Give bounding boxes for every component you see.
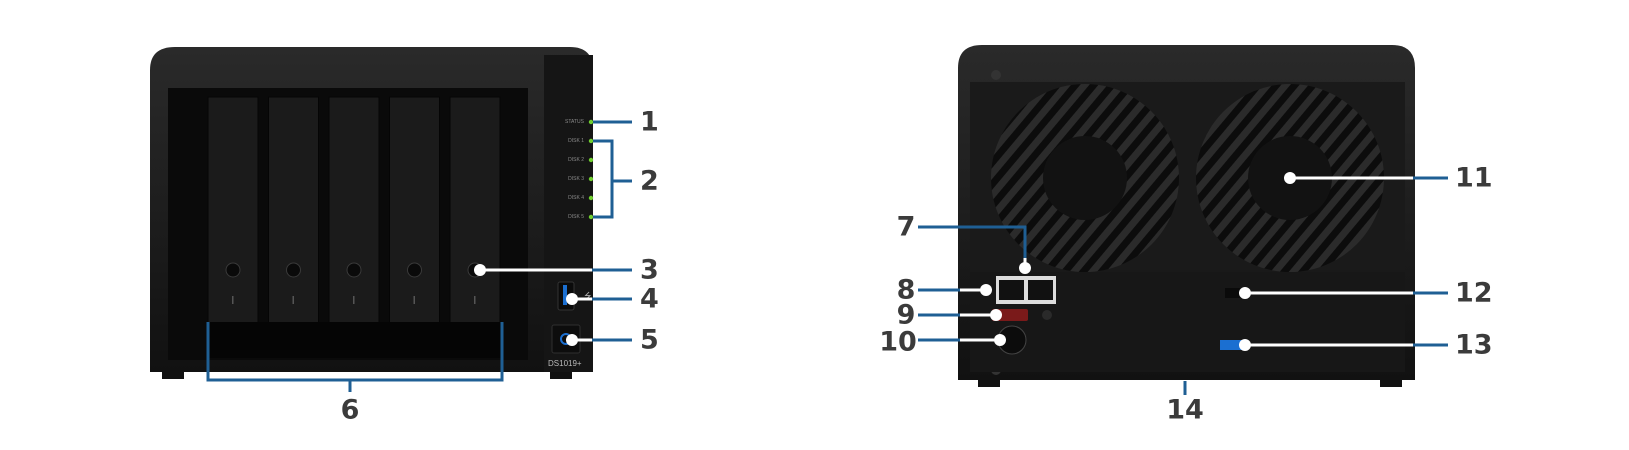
- led-indicator: [588, 195, 594, 201]
- drive-tray: [328, 96, 380, 326]
- front-view: STATUS DISK 1 DISK 2 DISK 3 DISK 4 DISK 5 ⭍ D…: [150, 47, 594, 379]
- usb-port-rear-top: [1225, 288, 1245, 298]
- callout-2: 2: [640, 166, 659, 197]
- callout-11: 11: [1455, 163, 1493, 194]
- callout-9: 9: [897, 300, 916, 331]
- tray-lock-icon: [286, 262, 301, 278]
- callout-5: 5: [640, 325, 659, 356]
- led-label: DISK 1: [568, 138, 584, 144]
- drive-tray: [207, 96, 259, 326]
- callout-7: 7: [897, 212, 916, 243]
- led-label: DISK 4: [568, 195, 584, 201]
- usb-blue-tab: [563, 285, 567, 305]
- led-indicator: [588, 138, 594, 144]
- drive-tray: [268, 96, 319, 326]
- callout-10: 10: [879, 327, 917, 358]
- foot: [162, 370, 184, 379]
- tray-indicator: [353, 296, 355, 304]
- usb-port-rear: [1220, 340, 1246, 350]
- lan-port-2: [1028, 280, 1053, 300]
- tray-indicator: [413, 296, 415, 304]
- callout-1: 1: [640, 107, 659, 138]
- bay-bottom-opening: [208, 322, 502, 358]
- callout-6: 6: [341, 395, 360, 426]
- led-label: DISK 3: [568, 176, 584, 182]
- foot: [978, 378, 1000, 387]
- tray-lock-icon: [225, 262, 241, 278]
- tray-lock-icon: [346, 262, 362, 278]
- tray-indicator: [292, 296, 294, 304]
- callout-12: 12: [1455, 278, 1493, 309]
- back-view: [958, 45, 1415, 387]
- led-label: DISK 2: [568, 157, 584, 163]
- reset-button: [1042, 310, 1052, 320]
- foot: [550, 370, 572, 379]
- callout-14: 14: [1166, 395, 1204, 426]
- foot: [1380, 378, 1402, 387]
- drive-tray: [389, 96, 440, 326]
- front-callouts: 1 2 3 4 5 6: [206, 107, 659, 426]
- led-indicator: [588, 119, 594, 125]
- led-indicator: [588, 176, 594, 182]
- drive-tray: [449, 96, 501, 326]
- tray-lock-icon: [407, 262, 422, 278]
- screw: [991, 70, 1001, 80]
- tray-indicator: [474, 296, 476, 304]
- lan-port-1: [999, 280, 1024, 300]
- callout-3: 3: [640, 255, 659, 286]
- led-indicator: [588, 214, 594, 220]
- led-label: DISK 5: [568, 214, 584, 220]
- callout-13: 13: [1455, 330, 1493, 361]
- callout-8: 8: [897, 275, 916, 306]
- callout-4: 4: [640, 284, 659, 315]
- usb-icon: ⭍: [584, 291, 592, 301]
- fan-hub: [1043, 136, 1127, 220]
- back-callouts: 7 8 9 10 11 12 13 14: [879, 163, 1492, 426]
- led-indicator: [588, 157, 594, 163]
- front-control-panel: [544, 55, 593, 372]
- model-label: DS1019+: [548, 359, 582, 368]
- tray-indicator: [232, 296, 234, 304]
- led-label: STATUS: [565, 119, 585, 125]
